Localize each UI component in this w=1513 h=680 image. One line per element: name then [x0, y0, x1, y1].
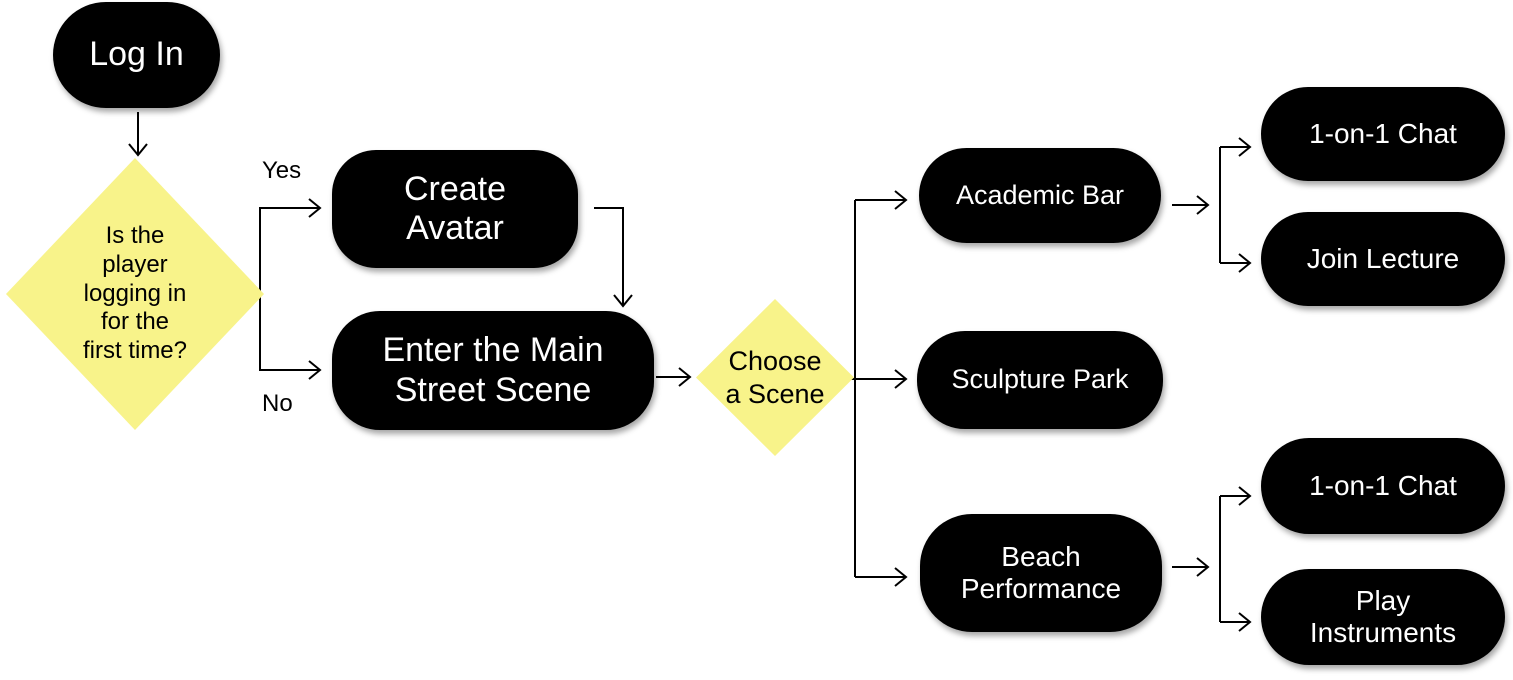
choose-scene-decision: Choose a Scene: [696, 299, 854, 456]
choose-scene-label: Choose a Scene: [725, 346, 825, 409]
chat-node-academic: 1-on-1 Chat: [1261, 87, 1505, 181]
beach-performance-node: Beach Performance: [920, 514, 1162, 632]
join-lecture-node: Join Lecture: [1261, 212, 1505, 306]
academic-bar-node: Academic Bar: [919, 148, 1161, 243]
create-avatar-node: Create Avatar: [332, 150, 578, 268]
connector-decision-branch: [259, 207, 322, 380]
play-instruments-node: Play Instruments: [1261, 569, 1505, 665]
chat-node-beach: 1-on-1 Chat: [1261, 438, 1505, 534]
log-in-node: Log In: [53, 2, 220, 108]
first-time-question: Is the player logging in for the first t…: [82, 222, 187, 365]
yes-label: Yes: [262, 157, 302, 184]
sculpture-park-node: Sculpture Park: [917, 331, 1163, 429]
no-label: No: [262, 390, 293, 417]
connector-avatar-to-main-street: [594, 207, 633, 308]
first-time-decision: Is the player logging in for the first t…: [6, 158, 264, 430]
enter-main-street-node: Enter the Main Street Scene: [332, 311, 654, 430]
